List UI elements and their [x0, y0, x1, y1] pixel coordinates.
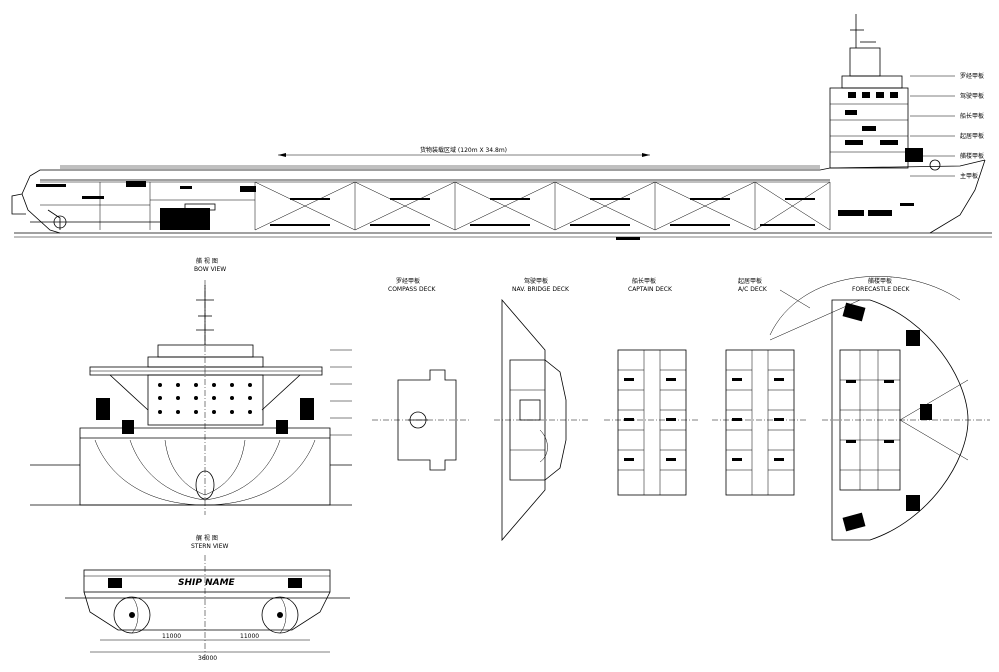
compass-deck-subtitle: COMPASS DECK	[388, 286, 437, 293]
superstructure-profile	[829, 14, 941, 171]
forecastle-deck-subtitle: FORECASTLE DECK	[852, 286, 911, 293]
nav-bridge-deck-subtitle: NAV. BRIDGE DECK	[512, 286, 570, 293]
captain-deck-title: 船长甲板	[632, 277, 656, 285]
bow-view-subtitle: BOW VIEW	[194, 266, 226, 273]
ac-deck-plan: 起居甲板 A/C DECK	[712, 277, 808, 496]
stern-view-subtitle: STERN VIEW	[191, 543, 228, 550]
nav-bridge-deck-title: 驾驶甲板	[524, 277, 548, 285]
engine-machinery	[30, 203, 216, 230]
captain-deck-plan: 船长甲板 CAPTAIN DECK	[604, 277, 700, 496]
stern-view: 艉 视 图 STERN VIEW SHIP NAME 11000 11000 3…	[65, 534, 350, 662]
level-label-bridge: 驾驶甲板	[960, 92, 984, 100]
captain-deck-subtitle: CAPTAIN DECK	[628, 286, 673, 293]
compass-deck-plan: 罗经甲板 COMPASS DECK	[372, 277, 470, 471]
dim-left: 11000	[162, 633, 181, 640]
forecastle-deck-plan: 艏楼甲板 FORECASTLE DECK	[769, 276, 990, 541]
cargo-area-label: 货物装载区域 (120m X 34.8m)	[420, 146, 507, 154]
bow-view-title: 艏 视 图	[196, 257, 218, 265]
level-label-main-deck: 主甲板	[960, 172, 978, 180]
ac-deck-subtitle: A/C DECK	[738, 286, 768, 293]
dim-total: 36000	[198, 655, 217, 662]
profile-view: 货物装载区域 (120m X 34.8m)	[11, 14, 992, 240]
portholes	[158, 383, 252, 414]
bow-view: 艏 视 图 BOW VIEW	[30, 257, 352, 515]
level-label-compass: 罗经甲板	[960, 72, 984, 80]
level-label-forecastle: 艏楼甲板	[960, 152, 984, 160]
level-label-captain: 船长甲板	[960, 112, 984, 120]
ship-name-label: SHIP NAME	[178, 578, 236, 588]
ac-deck-title: 起居甲板	[738, 277, 762, 285]
stern-view-title: 艉 视 图	[196, 534, 218, 542]
nav-bridge-deck-plan: 驾驶甲板 NAV. BRIDGE DECK	[494, 277, 590, 542]
compass-deck-title: 罗经甲板	[396, 277, 420, 285]
forecastle-deck-title: 艏楼甲板	[868, 277, 892, 285]
level-label-accommodation: 起居甲板	[960, 132, 984, 140]
dim-right: 11000	[240, 633, 259, 640]
deck-level-labels: 罗经甲板 驾驶甲板 船长甲板 起居甲板 艏楼甲板 主甲板	[910, 72, 984, 180]
